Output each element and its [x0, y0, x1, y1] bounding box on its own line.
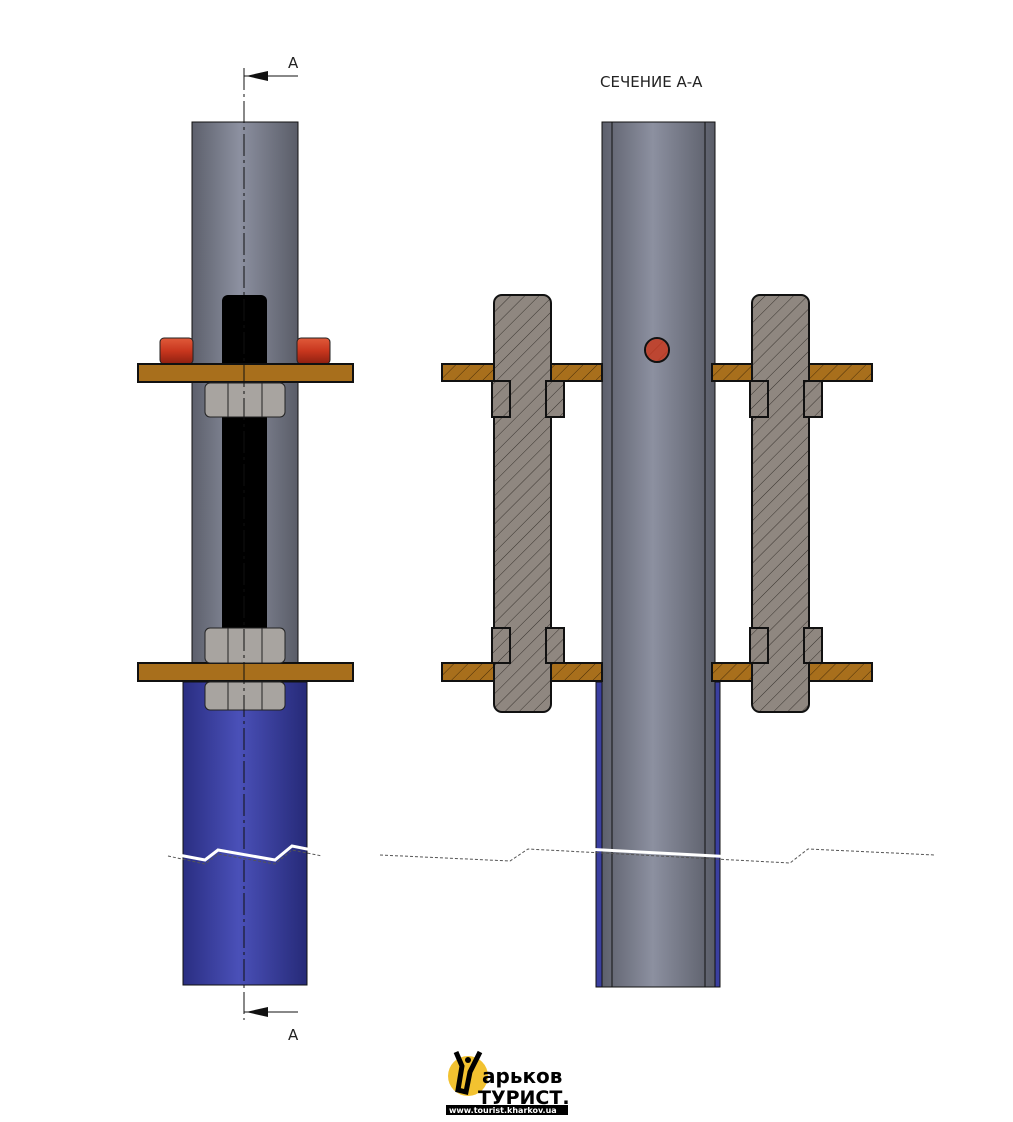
lower-plate: [137, 662, 354, 682]
section-arrow-top: [244, 71, 298, 81]
break-line: [167, 844, 323, 862]
upper-plate: [137, 363, 354, 383]
logo-line2: ТУРИСТ.: [478, 1087, 570, 1109]
pin-right: [296, 337, 331, 365]
inner-tube: [601, 121, 716, 988]
logo-line1: арьков: [482, 1064, 562, 1088]
section-title: СЕЧЕНИЕ А-А: [600, 73, 703, 91]
nut-upper: [204, 382, 286, 418]
nut-middle: [204, 627, 286, 664]
lower-tube: [182, 681, 308, 986]
section-mark-bottom: A: [288, 1026, 299, 1044]
logo-url: www.tourist.kharkov.ua: [449, 1106, 557, 1115]
section-arrow-bottom: [244, 1007, 298, 1017]
bolt-section-left: [491, 294, 565, 713]
section-view: СЕЧЕНИЕ А-А: [379, 73, 936, 988]
bolt-section-right: [749, 294, 823, 713]
section-mark-top: A: [288, 54, 299, 72]
nut-lower: [204, 681, 286, 711]
logo: арьков ТУРИСТ. www.tourist.kharkov.ua: [446, 1050, 570, 1115]
pin-left: [159, 337, 194, 365]
front-view: A A: [137, 54, 354, 1044]
break-line-section: [379, 844, 936, 862]
